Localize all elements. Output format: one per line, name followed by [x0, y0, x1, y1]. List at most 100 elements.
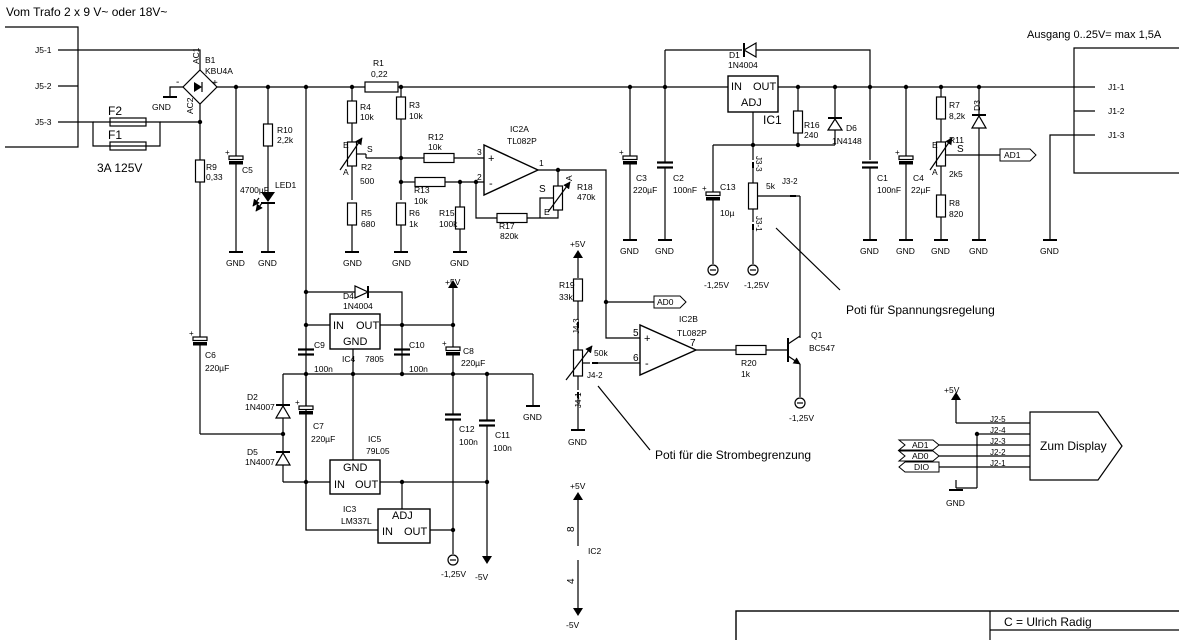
c4-name: C4	[913, 173, 924, 183]
signal-flag-ad0: AD0	[653, 295, 687, 309]
ic4-out: OUT	[356, 320, 380, 332]
ic2a-plus: +	[488, 153, 494, 165]
d2-value: 1N4007	[245, 402, 275, 412]
minus5-c11: -5V	[475, 572, 489, 582]
gnd-c3: GND	[620, 246, 639, 256]
gnd-j2: GND	[946, 498, 965, 508]
r18-pin-e: E	[544, 207, 550, 217]
fuse-rating: 3A 125V	[97, 161, 142, 175]
d4-name: D4	[343, 291, 354, 301]
output-note: Ausgang 0..25V= max 1,5A	[1027, 29, 1162, 41]
ic2b-plus: +	[644, 333, 650, 345]
c11-value: 100n	[493, 443, 512, 453]
regulator-ic1: IN OUT ADJ IC1	[727, 75, 782, 127]
connector-j5: J5-1 J5-2 J5-3	[5, 26, 79, 148]
plus5-j2: +5V	[944, 385, 960, 395]
ic3-name: IC3	[343, 504, 357, 514]
pin-j1-3: J1-3	[1108, 130, 1125, 140]
ic4-in: IN	[333, 320, 344, 332]
ic2a-pin3: 3	[477, 147, 482, 157]
r8-value: 820	[949, 209, 963, 219]
gnd-c1: GND	[860, 246, 879, 256]
annotation-voltage-pot: Poti für Spannungsregelung	[846, 303, 995, 317]
r20-value: 1k	[741, 369, 751, 379]
pin-j2-1: J2-1	[990, 459, 1006, 468]
neg-j3: -1,25V	[744, 280, 769, 290]
r13-value: 10k	[414, 196, 428, 206]
c3-name: C3	[636, 173, 647, 183]
d2-name: D2	[247, 392, 258, 402]
gnd-supply: GND	[523, 412, 542, 422]
c6-value: 220µF	[205, 363, 229, 373]
display-arrow: Zum Display	[1029, 411, 1123, 481]
bridge-rectifier-b1: B1 KBU4A AC1 AC2 + -	[176, 47, 233, 114]
ic4-name: IC4	[342, 354, 356, 364]
plus5-r19: +5V	[570, 239, 586, 249]
q1-name: Q1	[811, 330, 823, 340]
d6-value: 1N4148	[832, 136, 862, 146]
bridge-name: B1	[205, 55, 216, 65]
ic2b-name: IC2B	[679, 314, 698, 324]
ic1-out: OUT	[753, 81, 777, 93]
ic5-out: OUT	[355, 479, 379, 491]
pin-j2-3: J2-3	[990, 437, 1006, 446]
r20-name: R20	[741, 358, 757, 368]
d6-name: D6	[846, 123, 857, 133]
resistor-r1: R1 0,22	[364, 58, 399, 93]
r11-pin-e: E	[932, 140, 938, 150]
signal-flag-ad1: AD1	[999, 148, 1037, 162]
r2-name: R2	[361, 162, 372, 172]
signal-flag-j2-dio: DIO	[898, 461, 940, 473]
signal-flag-j2-ad0: AD0	[897, 450, 940, 462]
ic5-name: IC5	[368, 434, 382, 444]
r4-value: 10k	[360, 112, 374, 122]
diode-d4	[354, 285, 370, 299]
pin-j5-2: J5-2	[35, 81, 52, 91]
connector-j2: J2-5 J2-4 J2-3 J2-2 J2-1	[990, 415, 1030, 468]
pin-j2-5: J2-5	[990, 415, 1006, 424]
r9-name: R9	[206, 162, 217, 172]
d1-value: 1N4004	[728, 60, 758, 70]
ic3-in: IN	[382, 526, 393, 538]
r6-name: R6	[409, 208, 420, 218]
r17-value: 820k	[500, 231, 519, 241]
r4-name: R4	[360, 102, 371, 112]
r16-value: 240	[804, 130, 818, 140]
j2-dio-text: DIO	[914, 462, 930, 472]
q1-type: BC547	[809, 343, 835, 353]
ic1-adj: ADJ	[741, 97, 762, 109]
d5-value: 1N4007	[245, 457, 275, 467]
r16-name: R16	[804, 120, 820, 130]
bridge-minus: -	[176, 77, 179, 88]
transistor-q1: Q1 BC547	[787, 330, 835, 365]
ic2b-pin6: 6	[633, 353, 639, 364]
neg-q1: -1,25V	[789, 413, 814, 423]
r10-name: R10	[277, 125, 293, 135]
r18-pin-s: S	[539, 184, 546, 195]
led1-name: LED1	[275, 180, 297, 190]
pin-j1-2: J1-2	[1108, 106, 1125, 116]
plus5-ic2: +5V	[570, 481, 586, 491]
fuse-f1: F1	[108, 128, 147, 151]
j4-1-label: J4-1	[574, 392, 583, 408]
c1-value: 100nF	[877, 185, 901, 195]
r6-value: 1k	[409, 219, 419, 229]
pin-j2-4: J2-4	[990, 426, 1006, 435]
ic2a-pin1: 1	[539, 158, 544, 168]
r1-value: 0,22	[371, 69, 388, 79]
ic2a-type: TL082P	[507, 136, 537, 146]
r3-name: R3	[409, 100, 420, 110]
c3-value: 220µF	[633, 185, 657, 195]
r7-name: R7	[949, 100, 960, 110]
pin-j1-1: J1-1	[1108, 82, 1125, 92]
r2-pin-a: A	[343, 167, 349, 177]
gnd-d3: GND	[969, 246, 988, 256]
copyright: C = Ulrich Radig	[1004, 615, 1092, 629]
minus5-ic2: -5V	[566, 620, 580, 630]
r19-value: 33k	[559, 292, 573, 302]
c8-value: 220µF	[461, 358, 485, 368]
j4-3-label: J4-3	[572, 318, 581, 334]
bridge-type: KBU4A	[205, 66, 233, 76]
c13-name: C13	[720, 182, 736, 192]
